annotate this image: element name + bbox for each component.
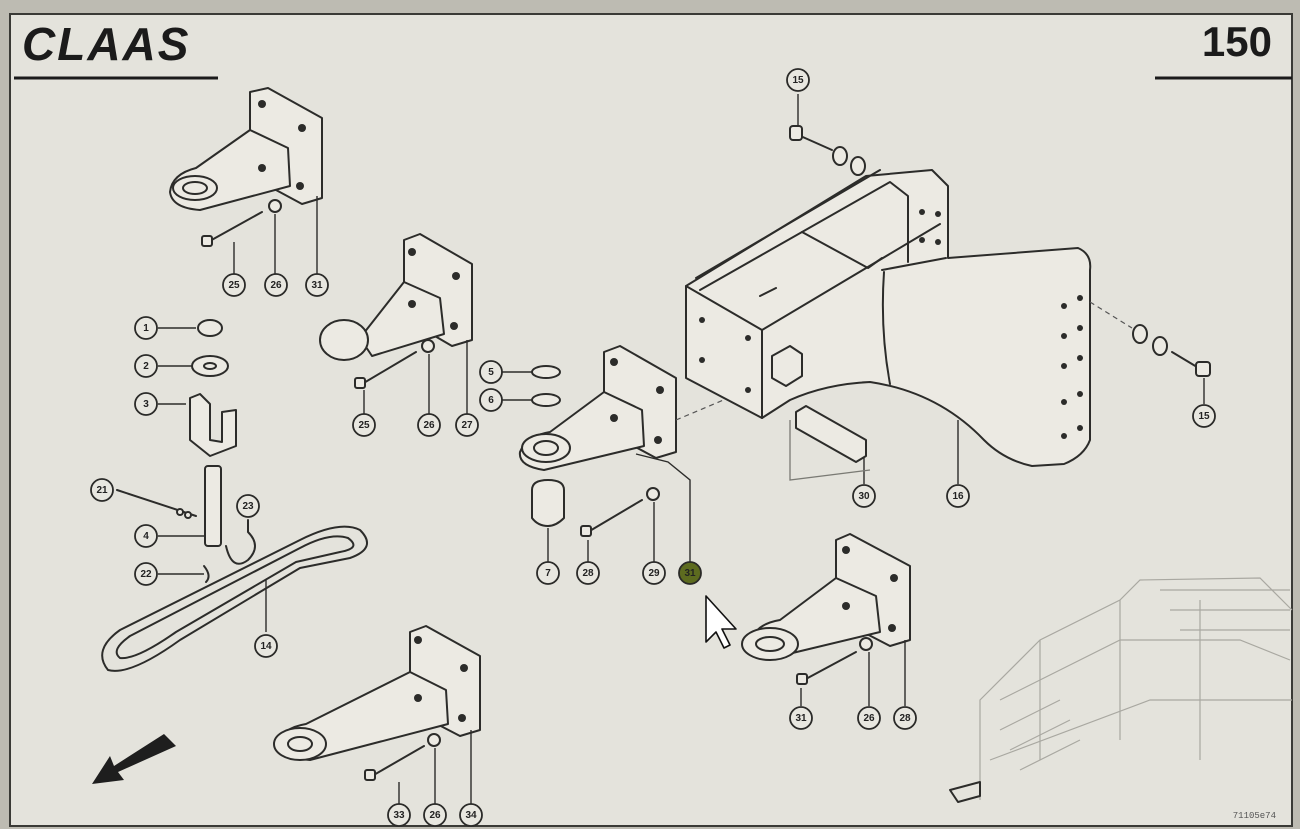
callout-label: 14 <box>260 641 272 652</box>
callout-label: 31 <box>795 713 807 724</box>
callout-2: 2 <box>134 354 158 378</box>
callout-26-top: 26 <box>264 273 288 297</box>
towing-eye-top-left <box>169 87 323 278</box>
callout-15-top: 15 <box>786 68 810 92</box>
callout-label: 28 <box>899 713 911 724</box>
small-parts-group <box>101 319 369 672</box>
callout-label: 29 <box>648 568 660 579</box>
callout-label: 1 <box>143 323 149 334</box>
page-number-box: 150 <box>1155 18 1292 80</box>
callout-label: 16 <box>952 491 964 502</box>
brand-logo: CLAAS <box>14 18 218 80</box>
callout-label: 4 <box>143 531 149 542</box>
callout-label: 7 <box>545 568 551 579</box>
callout-31-right: 31 <box>789 706 813 730</box>
towing-eye-bottom-right <box>741 533 911 706</box>
callout-26-right: 26 <box>857 706 881 730</box>
arrow-pointer-icon <box>705 595 737 649</box>
drawbar-frame <box>685 94 1211 484</box>
callout-23: 23 <box>236 494 260 518</box>
callout-34: 34 <box>459 803 483 827</box>
callout-14: 14 <box>254 634 278 658</box>
callout-label: 31 <box>684 568 696 579</box>
callout-label: 26 <box>423 420 435 431</box>
towing-eye-bottom-center <box>273 625 481 806</box>
callout-28-center: 28 <box>576 561 600 585</box>
callout-label: 15 <box>792 75 804 86</box>
callout-label: 22 <box>140 569 152 580</box>
callout-label: 27 <box>461 420 473 431</box>
callout-15-right: 15 <box>1192 404 1216 428</box>
callout-label: 5 <box>488 367 494 378</box>
callout-label: 25 <box>358 420 370 431</box>
callout-33: 33 <box>387 803 411 827</box>
callout-1: 1 <box>134 316 158 340</box>
callout-label: 15 <box>1198 411 1210 422</box>
callout-31-center: 31 <box>678 561 702 585</box>
callout-label: 34 <box>465 810 477 821</box>
callout-label: 25 <box>228 280 240 291</box>
callout-26-mid: 26 <box>417 413 441 437</box>
drawing-reference: 71105e74 <box>1233 811 1276 821</box>
callout-label: 26 <box>270 280 282 291</box>
callout-4: 4 <box>134 524 158 548</box>
callout-label: 2 <box>143 361 149 372</box>
callout-26-bottom: 26 <box>423 803 447 827</box>
direction-arrow-icon <box>92 734 176 784</box>
towing-eye-center <box>502 345 753 562</box>
callout-label: 30 <box>858 491 870 502</box>
callout-25-top: 25 <box>222 273 246 297</box>
callout-29: 29 <box>642 561 666 585</box>
callout-label: 26 <box>863 713 875 724</box>
callout-25-mid: 25 <box>352 413 376 437</box>
callout-28-right: 28 <box>893 706 917 730</box>
callout-6: 6 <box>479 388 503 412</box>
svg-text:CLAAS: CLAAS <box>22 18 190 70</box>
callout-5: 5 <box>479 360 503 384</box>
callout-30: 30 <box>852 484 876 508</box>
ball-coupling-mid <box>319 233 473 414</box>
callout-label: 33 <box>393 810 405 821</box>
callout-7: 7 <box>536 561 560 585</box>
callout-21: 21 <box>90 478 114 502</box>
callout-27: 27 <box>455 413 479 437</box>
callout-label: 31 <box>311 280 323 291</box>
callout-label: 3 <box>143 399 149 410</box>
callout-label: 21 <box>96 485 108 496</box>
callout-label: 6 <box>488 395 494 406</box>
callout-16: 16 <box>946 484 970 508</box>
machine-location-sketch <box>949 577 1293 803</box>
callout-3: 3 <box>134 392 158 416</box>
page-number: 150 <box>1202 18 1272 65</box>
callout-label: 23 <box>242 501 254 512</box>
callout-label: 26 <box>429 810 441 821</box>
callout-label: 28 <box>582 568 594 579</box>
callout-31-top: 31 <box>305 273 329 297</box>
callout-22: 22 <box>134 562 158 586</box>
